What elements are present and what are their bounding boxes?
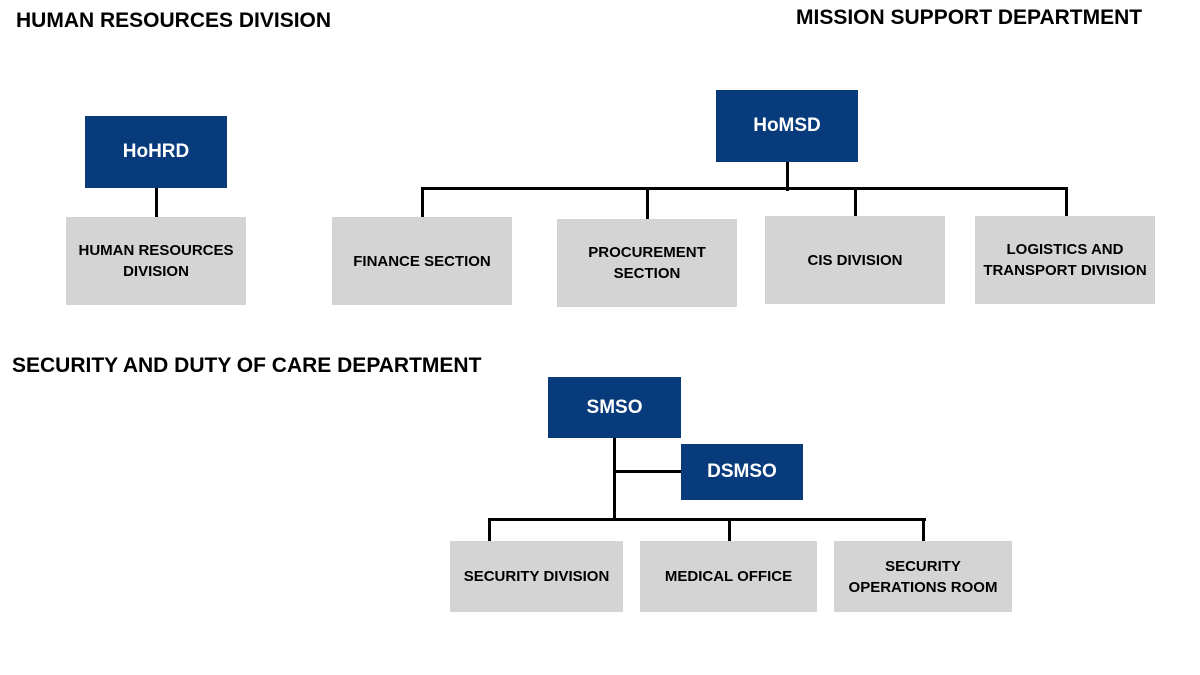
msd-connector-horizontal <box>421 187 1068 190</box>
hr-division-title: HUMAN RESOURCES DIVISION <box>16 9 332 32</box>
mission-support-title: MISSION SUPPORT DEPARTMENT <box>796 6 1143 29</box>
sdc-connector-deputy <box>613 470 683 473</box>
msd-connector-logistics <box>1065 187 1068 216</box>
sdc-unit-medical-office: MEDICAL OFFICE <box>640 541 817 612</box>
homsd-box: HoMSD <box>716 90 858 162</box>
smso-box: SMSO <box>548 377 681 438</box>
hohrd-box: HoHRD <box>85 116 227 188</box>
sdc-unit-security-operations-room: SECURITY OPERATIONS ROOM <box>834 541 1012 612</box>
sdc-connector-medical-office <box>728 518 731 542</box>
msd-connector-cis <box>854 187 857 216</box>
security-duty-of-care-title: SECURITY AND DUTY OF CARE DEPARTMENT <box>12 354 482 377</box>
msd-connector-finance <box>421 187 424 217</box>
sdc-connector-horizontal <box>488 518 926 521</box>
msd-unit-finance-section: FINANCE SECTION <box>332 217 512 305</box>
sdc-connector-security-operations-room <box>922 518 925 542</box>
sdc-unit-security-division: SECURITY DIVISION <box>450 541 623 612</box>
sdc-connector-security-division <box>488 518 491 542</box>
msd-unit-logistics-and-transport-division: LOGISTICS AND TRANSPORT DIVISION <box>975 216 1155 304</box>
dsmso-box: DSMSO <box>681 444 803 500</box>
msd-connector-procurement <box>646 187 649 219</box>
msd-unit-cis-division: CIS DIVISION <box>765 216 945 304</box>
msd-unit-procurement-section: PROCUREMENT SECTION <box>557 219 737 307</box>
hr-unit-human-resources-division: HUMAN RESOURCES DIVISION <box>66 217 246 305</box>
msd-connector-head-stem <box>786 161 789 191</box>
hr-connector-vertical <box>155 187 158 217</box>
sdc-connector-head-stem <box>613 436 616 521</box>
